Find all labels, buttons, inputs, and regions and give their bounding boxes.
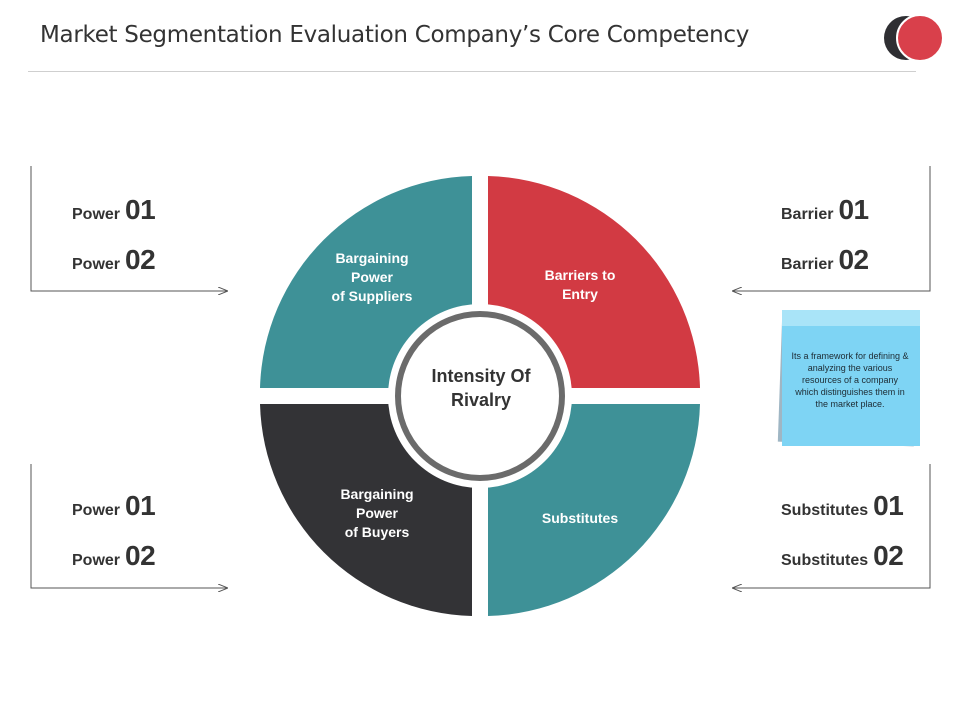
- bracket-bottom-left: [30, 464, 227, 588]
- bracket-top-right: [733, 166, 931, 291]
- suppliers-label-line1: Bargaining: [335, 250, 408, 266]
- substitutes-label: Substitutes: [542, 510, 618, 526]
- suppliers-label-line2: Power: [351, 269, 394, 285]
- sticky-note: Its a framework for defining & analyzing…: [777, 310, 920, 447]
- bracket-top-left: [30, 166, 227, 291]
- sticky-note-text: Its a framework for defining & analyzing…: [791, 351, 909, 409]
- center-label-line2: Rivalry: [451, 390, 511, 410]
- buyers-label-line2: Power: [356, 505, 399, 521]
- center-circle: [395, 311, 565, 481]
- entry-label-line1: Barriers to: [545, 267, 616, 283]
- center-label-line1: Intensity Of: [431, 366, 531, 386]
- entry-label-line2: Entry: [562, 286, 598, 302]
- sticky-note-tape: [782, 310, 920, 326]
- sticky-note-paper: [782, 310, 920, 446]
- buyers-label-line3: of Buyers: [345, 524, 410, 540]
- bracket-bottom-right: [733, 464, 931, 588]
- title-divider: [28, 71, 916, 72]
- buyers-label-line1: Bargaining: [340, 486, 413, 502]
- page-title: Market Segmentation Evaluation Company’s…: [40, 22, 750, 48]
- logo-red-circle: [896, 14, 944, 62]
- overlapping-circles-logo: [884, 14, 944, 62]
- suppliers-label-line3: of Suppliers: [332, 288, 413, 304]
